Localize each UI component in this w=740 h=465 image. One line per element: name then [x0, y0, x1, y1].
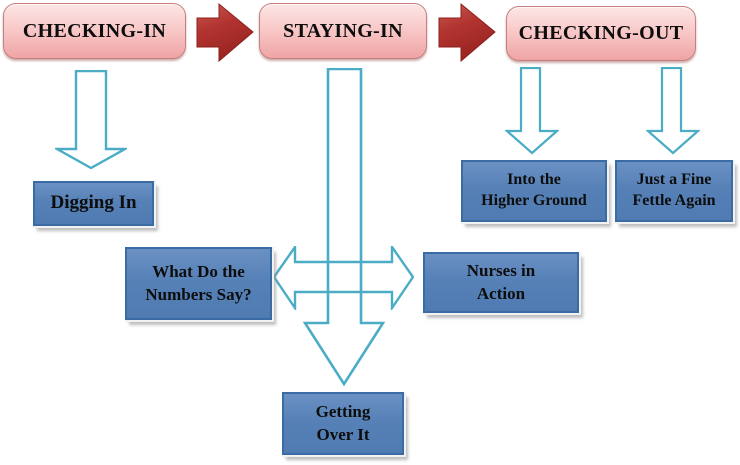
node-getting-over-it: Getting Over It — [282, 392, 404, 455]
node-nurses-in-action: Nurses in Action — [423, 252, 579, 313]
flow-arrow-right-icon-1 — [196, 2, 254, 63]
node-digging-in: Digging In — [33, 181, 154, 226]
node-what-do-the-numbers-say: What Do the Numbers Say? — [125, 247, 272, 320]
stage-box-checking-in: CHECKING-IN — [3, 3, 186, 59]
down-arrow-icon-staying-in — [303, 68, 385, 386]
node-into-the-higher-ground: Into the Higher Ground — [461, 160, 607, 222]
down-arrow-icon-checking-in — [55, 70, 127, 170]
down-arrow-icon-checking-out-right — [646, 67, 700, 155]
flow-arrow-right-icon-2 — [438, 2, 496, 63]
stage-box-staying-in: STAYING-IN — [259, 3, 427, 59]
node-just-a-fine-fettle-again: Just a Fine Fettle Again — [615, 160, 733, 222]
left-right-arrow-icon — [273, 246, 414, 310]
down-arrow-icon-checking-out-left — [505, 67, 559, 155]
stage-box-checking-out: CHECKING-OUT — [506, 6, 696, 61]
